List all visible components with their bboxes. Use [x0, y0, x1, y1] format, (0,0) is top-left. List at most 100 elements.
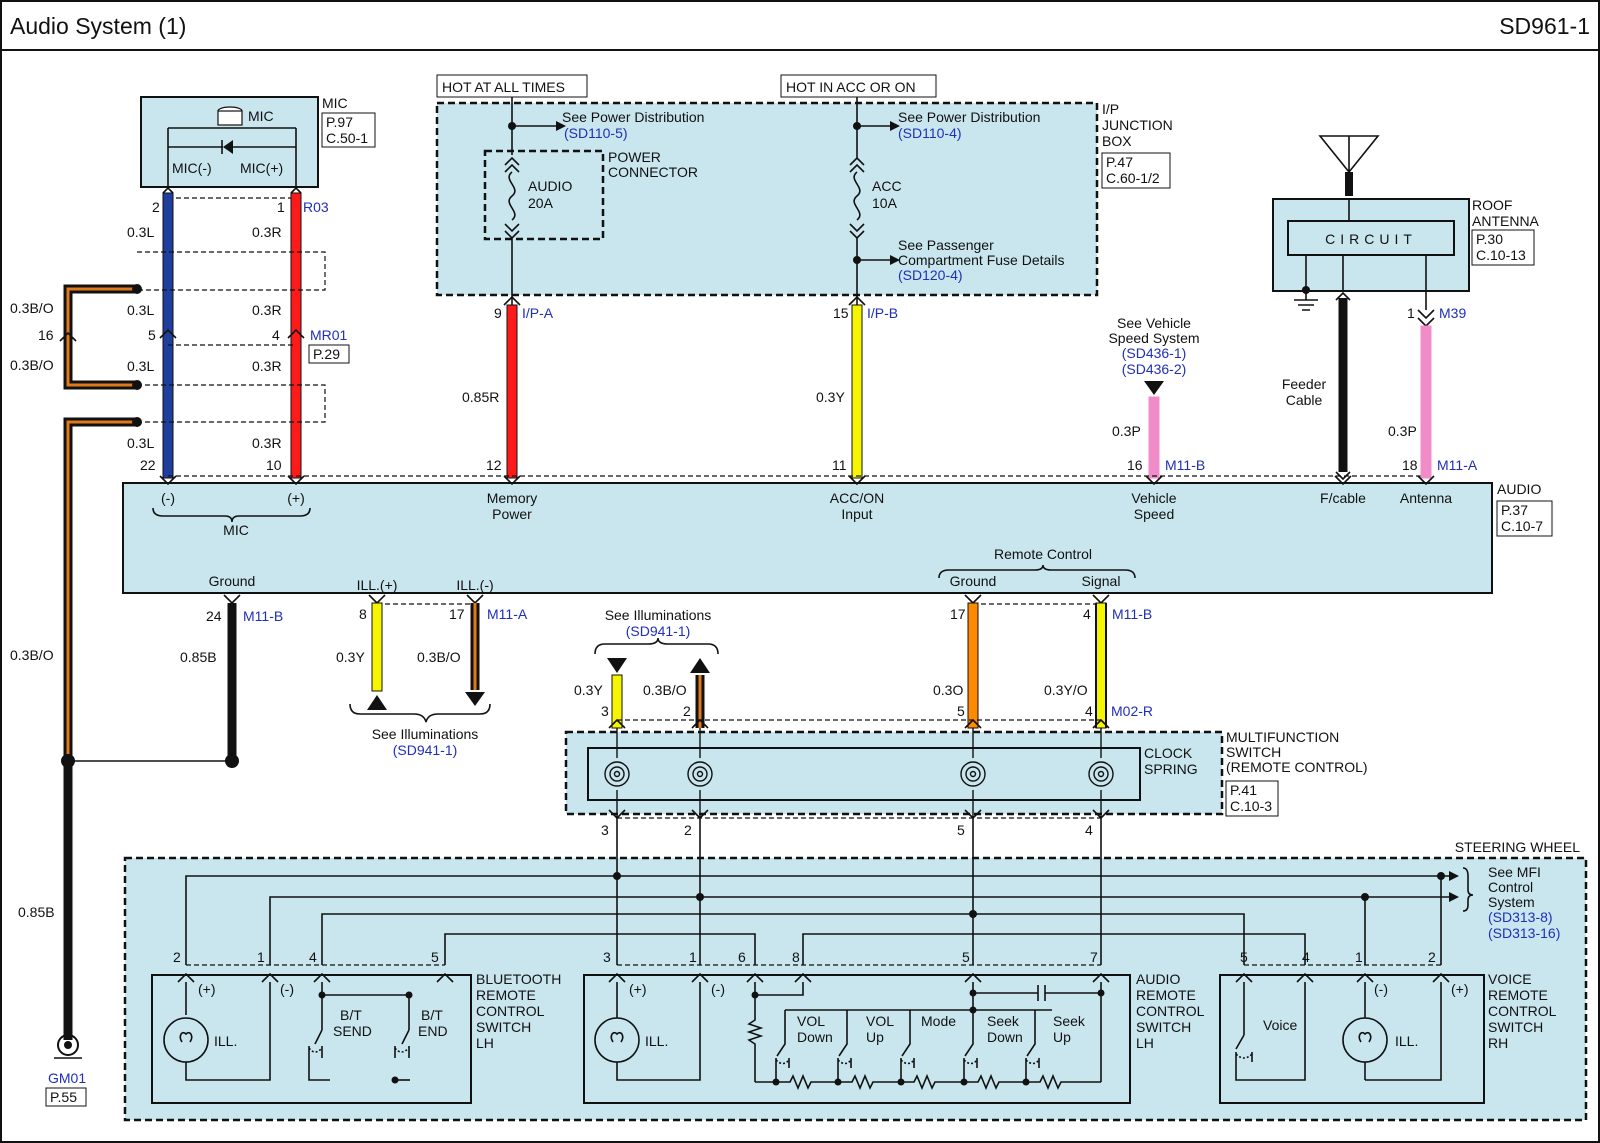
bt-pin: 4: [309, 949, 317, 965]
mode-label: Mode: [921, 1013, 956, 1029]
sd110-4-ref: (SD110-4): [898, 125, 962, 141]
mic-pos-wire: [290, 192, 302, 479]
ip-junction-label-2: JUNCTION: [1102, 117, 1173, 133]
mic-wires: 5 4 MR01 P.29 0.3L 0.3R 0.3L 0.3R 0.3L 0…: [127, 186, 350, 479]
ip-junction-label-1: I/P: [1102, 101, 1119, 117]
audio-fuse-label-1: AUDIO: [528, 178, 572, 194]
ill-pos-wire: [371, 602, 383, 692]
switch-icon: [775, 1010, 790, 1068]
r03-connector: R03: [303, 199, 329, 215]
junction-dot: [225, 754, 239, 768]
bluetooth-remote-switch: 2 1 4 5 (+) (-) ILL. B/T SEND B/T END: [151, 949, 561, 1104]
mic-ref-1: P.97: [326, 114, 353, 130]
bt-pin: 1: [257, 949, 265, 965]
mic-brace-label: MIC: [223, 522, 249, 538]
remote-signal-wire: [1095, 602, 1107, 729]
audio-remote-switch: 3 1 6 8 5 7 (+) (-) ILL.: [583, 949, 1205, 1104]
bt-pin: 2: [173, 949, 181, 965]
remote-ground-wire: [967, 602, 979, 729]
acc-wire: [851, 304, 863, 479]
m39-connector: M39: [1439, 305, 1466, 321]
bt-send-1: B/T: [340, 1007, 362, 1023]
seek-up-1: Seek: [1053, 1013, 1086, 1029]
acc-fuse-icon: [853, 171, 861, 221]
voice-label: Voice: [1263, 1017, 1297, 1033]
sd313-16-ref: (SD313-16): [1488, 925, 1560, 941]
cs-pin: 3: [601, 703, 609, 719]
bt-name-5: LH: [476, 1035, 494, 1051]
wire-label: 0.3Y/O: [1044, 682, 1088, 698]
sd313-8-ref: (SD313-8): [1488, 909, 1553, 925]
bt-pin: 5: [431, 949, 439, 965]
arrow-up-icon: [367, 695, 387, 710]
switch-icon: [837, 1010, 852, 1068]
memory-label-2: Power: [492, 506, 532, 522]
sd436-1-ref: (SD436-1): [1122, 345, 1187, 361]
see-passenger-2: Compartment Fuse Details: [898, 252, 1065, 268]
audio-pin: 16: [1127, 457, 1143, 473]
acc-fuse-label-2: 10A: [872, 195, 898, 211]
mic-pin-pos: 1: [277, 199, 285, 215]
mfs-ref-1: P.41: [1230, 782, 1257, 798]
antenna-wire: [1420, 325, 1432, 479]
mr01-pin-r: 4: [272, 327, 280, 343]
roof-antenna-name-1: ROOF: [1472, 197, 1512, 213]
ground-symbol-icon: [1294, 299, 1318, 311]
audio-sw-name-5: LH: [1136, 1035, 1154, 1051]
antenna-pin-label: Antenna: [1400, 490, 1452, 506]
wire-label: 0.3O: [933, 682, 963, 698]
remote-ground-label: Ground: [950, 573, 997, 589]
ill-pos-label: ILL.(+): [357, 577, 398, 593]
audio-sw-pin: 7: [1090, 949, 1098, 965]
arrow-down-icon: [607, 658, 627, 673]
speed-label-1: Vehicle: [1131, 490, 1176, 506]
pin: 24: [206, 608, 222, 624]
mic-neg-pin-label: (-): [161, 490, 175, 506]
ill-neg-label: ILL.(-): [456, 577, 493, 593]
ipb-connector: I/P-B: [867, 305, 898, 321]
fcable-label: F/cable: [1320, 490, 1366, 506]
wire-label: 0.3B/O: [417, 649, 461, 665]
m11b-connector: M11-B: [1165, 457, 1205, 473]
audio-pin: 22: [140, 457, 156, 473]
bt-plus: (+): [198, 981, 216, 997]
mr01-pin-l: 5: [148, 327, 156, 343]
ground-pin-label: Ground: [209, 573, 256, 589]
audio-pin: 10: [266, 457, 282, 473]
wire-label: 0.85R: [462, 389, 499, 405]
bt-name-2: REMOTE: [476, 987, 536, 1003]
junction-dot: [132, 380, 142, 390]
m39-pin: 1: [1407, 305, 1415, 321]
ip-ref-2: C.60-1/2: [1106, 170, 1160, 186]
voice-pin: 5: [1240, 949, 1248, 965]
mic-ref-2: C.50-1: [326, 130, 368, 146]
cs-pin: 2: [683, 703, 691, 719]
sd941-1-bottom-ref: (SD941-1): [393, 742, 458, 758]
seek-down-1: Seek: [987, 1013, 1020, 1029]
voice-pin: 2: [1428, 949, 1436, 965]
voice-pin: 1: [1355, 949, 1363, 965]
voice-name-2: REMOTE: [1488, 987, 1548, 1003]
bo-shield-wire: 16 0.3B/O 0.3B/O 0.3B/O 0.85B GM01 P.55: [10, 284, 232, 1107]
junction-dot: [1361, 893, 1369, 901]
pin: 8: [359, 606, 367, 622]
see-illuminations-top: See Illuminations: [605, 607, 712, 623]
wire-label: 0.3R: [252, 302, 282, 318]
remote-signal-label: Signal: [1082, 573, 1121, 589]
pin: 17: [950, 606, 966, 622]
bt-end-1: B/T: [421, 1007, 443, 1023]
acc-label-1: ACC/ON: [830, 490, 884, 506]
bt-name-3: CONTROL: [476, 1003, 545, 1019]
wire-label: 0.3P: [1112, 423, 1141, 439]
wire-label: 0.3R: [252, 224, 282, 240]
power-wires: 9 I/P-A 0.85R 15 I/P-B 0.3Y See Vehicle …: [168, 295, 1430, 479]
antenna-ref-1: P.30: [1476, 231, 1503, 247]
see-power-distribution-2: See Power Distribution: [898, 109, 1040, 125]
audio-ref-1: P.37: [1501, 502, 1528, 518]
bt-send-2: SEND: [333, 1023, 372, 1039]
audio-sw-name-1: AUDIO: [1136, 971, 1180, 987]
cs-pin: 2: [684, 822, 692, 838]
see-passenger-1: See Passenger: [898, 237, 994, 253]
voice-name-5: RH: [1488, 1035, 1508, 1051]
